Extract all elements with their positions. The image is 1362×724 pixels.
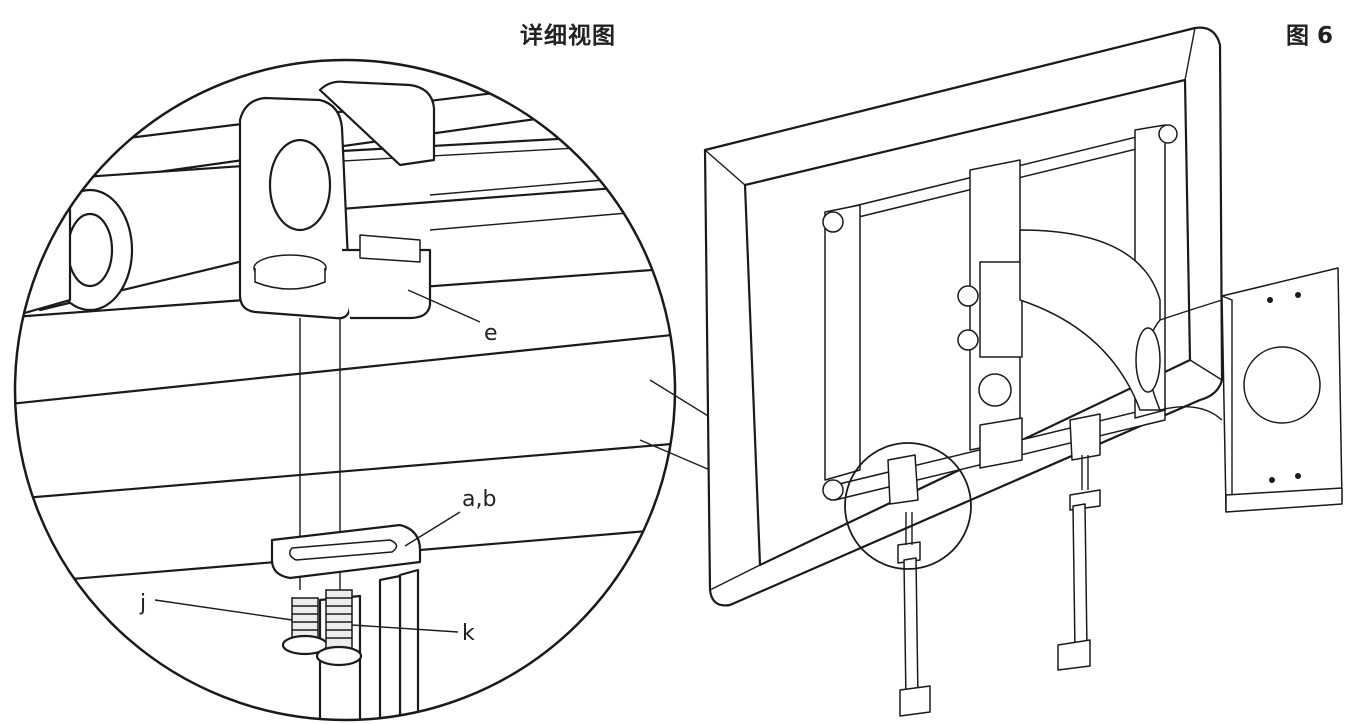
clamp-bracket-e [238, 80, 436, 320]
hanging-bracket-left [897, 512, 931, 717]
leader-k [351, 624, 459, 633]
callout-e: e [484, 321, 498, 346]
center-vertical-strap [957, 159, 1023, 469]
figure-label: 图 6 [1286, 23, 1334, 49]
callout-k: k [462, 621, 475, 646]
callout-j: j [139, 591, 146, 616]
leader-ab [404, 511, 461, 547]
swing-arm [1019, 229, 1223, 421]
leader-j [154, 599, 293, 621]
hanging-bracket-right [1057, 455, 1101, 671]
slotted-plate-ab [270, 523, 422, 720]
left-vertical-strap [822, 204, 861, 501]
detail-circle [13, 58, 677, 722]
screw-j [281, 597, 329, 656]
small-detail-circle [844, 442, 972, 570]
detail-view-title: 详细视图 [520, 23, 616, 49]
detail-circle-outline [13, 58, 677, 722]
callout-ab: a,b [462, 487, 496, 512]
rail-clamps [887, 413, 1101, 505]
screw-k [315, 589, 363, 667]
wall-plate [1221, 267, 1343, 513]
tv-assembly [703, 26, 1343, 717]
leader-e [407, 289, 481, 323]
